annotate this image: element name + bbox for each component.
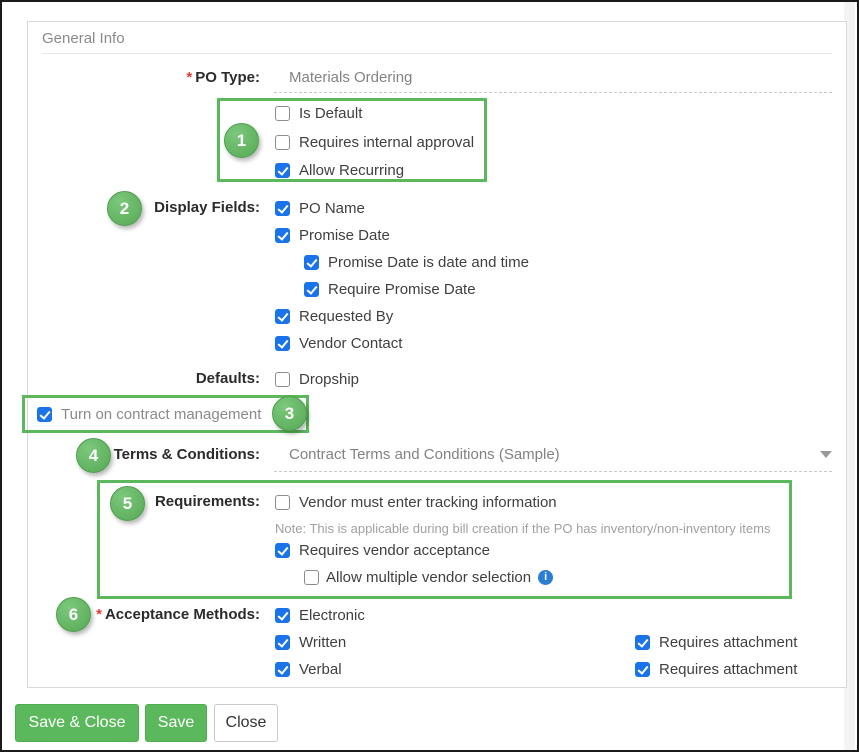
verbal-requires-attachment-checkbox-row[interactable]: Requires attachment [635,660,797,678]
checkbox-label: Vendor Contact [299,334,403,352]
allow-recurring-checkbox-row[interactable]: Allow Recurring [275,161,404,179]
chevron-down-icon[interactable] [820,451,832,458]
tracking-note-text: Note: This is applicable during bill cre… [275,521,771,536]
multi-vendor-checkbox-row[interactable]: Allow multiple vendor selection i [304,568,554,586]
checkbox-label: Turn on contract management [61,405,262,423]
checkbox[interactable] [275,200,290,216]
annotation-badge-4: 4 [76,438,111,473]
annotation-box-5 [97,480,792,599]
annotation-box-3 [22,395,309,433]
checkbox[interactable] [275,335,290,351]
checkbox-label: Allow multiple vendor selection [326,568,532,586]
po-name-checkbox-row[interactable]: PO Name [275,199,365,217]
annotation-box-1 [217,98,487,182]
annotation-badge-2: 2 [107,191,142,226]
requested-by-checkbox-row[interactable]: Requested By [275,307,393,325]
requirements-label: Requirements: [154,493,260,510]
general-info-panel [27,21,847,688]
annotation-badge-6: 6 [56,597,91,632]
dropship-checkbox-row[interactable]: Dropship [275,370,359,388]
checkbox-label: Dropship [299,370,360,388]
terms-conditions-label: Terms & Conditions: [113,446,260,463]
terms-underline [274,471,832,472]
checkbox-label: Requires internal approval [299,133,475,151]
checkbox-label: Requires attachment [659,633,798,651]
po-type-underline [274,92,832,93]
defaults-label: Defaults: [195,370,260,387]
checkbox[interactable] [275,105,290,121]
checkbox-label: Vendor must enter tracking information [299,493,557,511]
checkbox[interactable] [275,308,290,324]
checkbox[interactable] [275,494,290,510]
checkbox[interactable] [275,371,290,387]
checkbox[interactable] [37,406,52,422]
checkbox-label: Promise Date [299,226,390,244]
checkbox[interactable] [275,134,290,150]
info-icon[interactable]: i [538,569,554,585]
checkbox-label: Written [299,633,347,651]
checkbox-label: Requested By [299,307,394,325]
checkbox-label: Requires vendor acceptance [299,541,490,559]
checkbox[interactable] [275,542,290,558]
promise-date-checkbox-row[interactable]: Promise Date [275,226,390,244]
is-default-checkbox-row[interactable]: Is Default [275,104,362,122]
annotation-badge-1: 1 [224,123,259,158]
promise-date-is-date-time-checkbox-row[interactable]: Promise Date is date and time [304,253,529,271]
written-requires-attachment-checkbox-row[interactable]: Requires attachment [635,633,797,651]
checkbox-label: Electronic [299,606,365,624]
save-button[interactable]: Save [145,704,207,742]
checkbox-label: Promise Date is date and time [328,253,529,271]
required-asterisk: * [96,606,102,623]
checkbox[interactable] [275,227,290,243]
annotation-badge-3: 3 [272,396,307,431]
required-asterisk: * [186,69,193,86]
annotation-badge-5: 5 [110,486,145,521]
contract-management-checkbox-row[interactable]: Turn on contract management [37,405,261,423]
save-and-close-button[interactable]: Save & Close [15,704,139,742]
right-gutter [844,2,855,750]
vendor-contact-checkbox-row[interactable]: Vendor Contact [275,334,402,352]
checkbox[interactable] [304,569,319,585]
checkbox-label: Is Default [299,104,363,122]
checkbox[interactable] [275,607,290,623]
checkbox-label: Requires attachment [659,660,798,678]
checkbox-label: PO Name [299,199,365,217]
checkbox[interactable] [635,661,650,677]
written-checkbox-row[interactable]: Written [275,633,346,651]
display-fields-label: Display Fields: [154,199,260,216]
checkbox-label: Allow Recurring [299,161,405,179]
checkbox[interactable] [635,634,650,650]
requires-internal-approval-checkbox-row[interactable]: Requires internal approval [275,133,474,151]
vendor-acceptance-checkbox-row[interactable]: Requires vendor acceptance [275,541,490,559]
po-type-value-field[interactable]: Materials Ordering [289,69,413,86]
po-type-label: *PO Type: [186,69,260,86]
vendor-tracking-checkbox-row[interactable]: Vendor must enter tracking information [275,493,557,511]
checkbox[interactable] [304,254,319,270]
checkbox-label: Require Promise Date [328,280,476,298]
checkbox[interactable] [275,162,290,178]
verbal-checkbox-row[interactable]: Verbal [275,660,342,678]
checkbox[interactable] [304,281,319,297]
close-button[interactable]: Close [214,704,278,742]
checkbox-label: Verbal [299,660,342,678]
acceptance-methods-label: *Acceptance Methods: [96,606,260,623]
electronic-checkbox-row[interactable]: Electronic [275,606,365,624]
panel-title-divider [42,53,832,54]
panel-title: General Info [42,30,125,47]
checkbox[interactable] [275,661,290,677]
require-promise-date-checkbox-row[interactable]: Require Promise Date [304,280,476,298]
terms-conditions-select[interactable]: Contract Terms and Conditions (Sample) [289,446,560,463]
checkbox[interactable] [275,634,290,650]
